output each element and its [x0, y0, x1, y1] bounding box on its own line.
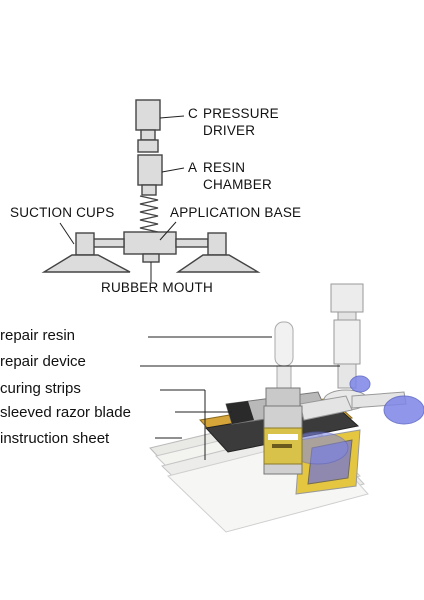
resin-label: RESIN: [203, 160, 246, 175]
resin-chamber-part: [137, 154, 163, 186]
tool-schematic: [41, 99, 261, 282]
kit-item-repair-resin: repair resin: [0, 327, 76, 344]
kit-item-sleeved-razor-blade: sleeved razor blade: [0, 404, 131, 421]
kit-item-repair-device: repair device: [0, 353, 86, 370]
kit-item-curing-strips: curing strips: [0, 380, 81, 397]
kit-item-instruction-sheet: instruction sheet: [0, 430, 110, 447]
pressure-label: PRESSURE: [203, 106, 279, 121]
driver-label: DRIVER: [203, 123, 256, 138]
suction-cups-label: SUCTION CUPS: [10, 205, 115, 220]
right-suction-cup: [175, 254, 261, 273]
resin-chamber-neck: [141, 184, 157, 196]
callout-c-letter: C: [188, 106, 198, 121]
rubber-mouth-label: RUBBER MOUTH: [101, 280, 213, 295]
repair-resin-bottle: [263, 321, 303, 475]
chamber-label: CHAMBER: [203, 177, 272, 192]
pressure-driver-collar: [137, 139, 159, 153]
application-base-label: APPLICATION BASE: [170, 205, 302, 220]
repair-device: [287, 283, 424, 465]
spring: [139, 195, 159, 233]
left-suction-cup: [41, 254, 131, 273]
callout-a-letter: A: [188, 160, 198, 175]
